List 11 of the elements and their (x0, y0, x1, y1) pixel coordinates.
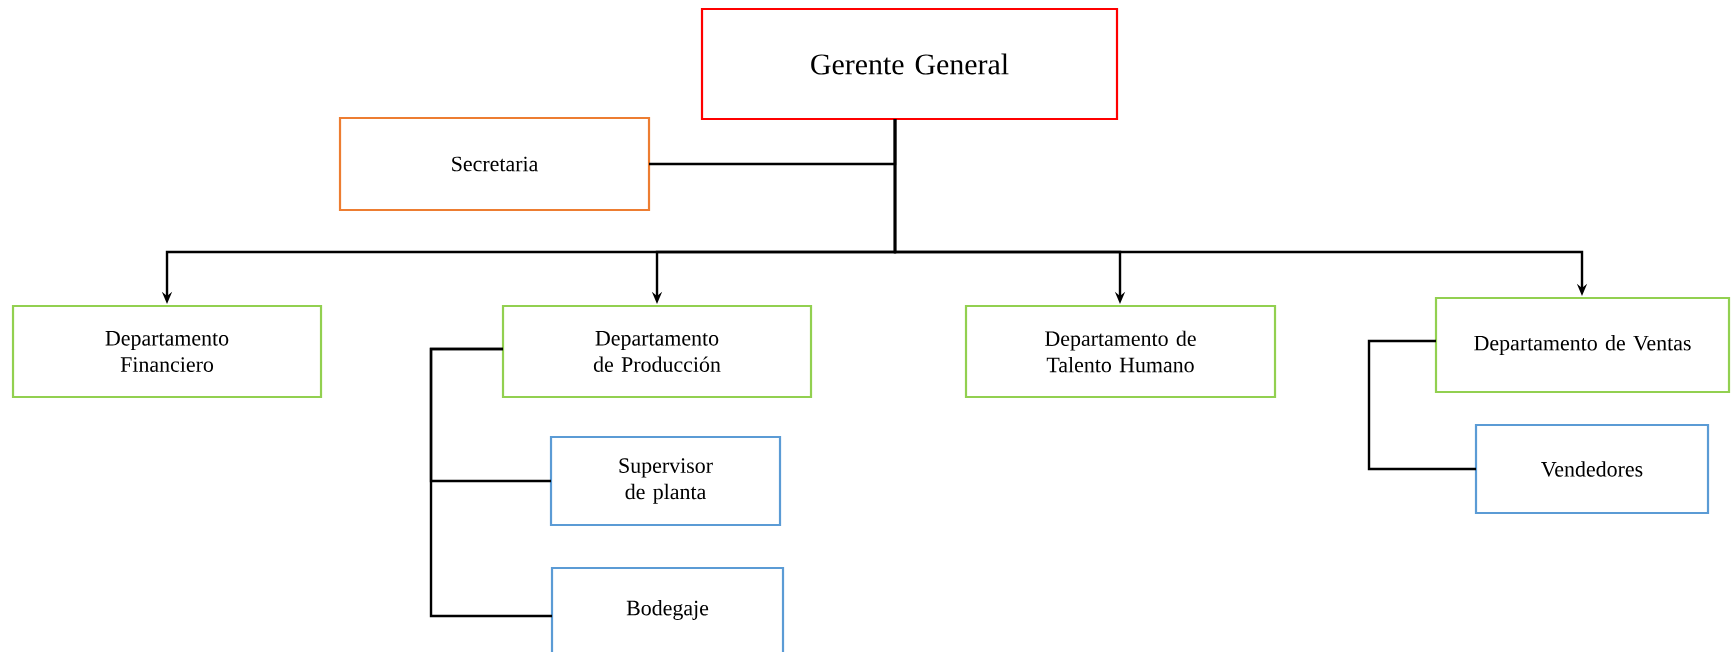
connector (1367, 339, 1476, 471)
org-box: Bodegaje (550, 566, 785, 652)
org-box: Vendedores (1474, 423, 1710, 515)
org-box: Gerente General (700, 7, 1119, 121)
org-box: Departamento de Ventas (1434, 296, 1731, 394)
org-box: Departamento de Producción (501, 304, 813, 399)
org-box: Departamento Financiero (11, 304, 323, 399)
org-box: Supervisor de planta (549, 435, 782, 527)
org-box: Departamento de Talento Humano (964, 304, 1277, 399)
connector (429, 347, 552, 618)
org-box: Secretaria (338, 116, 651, 212)
